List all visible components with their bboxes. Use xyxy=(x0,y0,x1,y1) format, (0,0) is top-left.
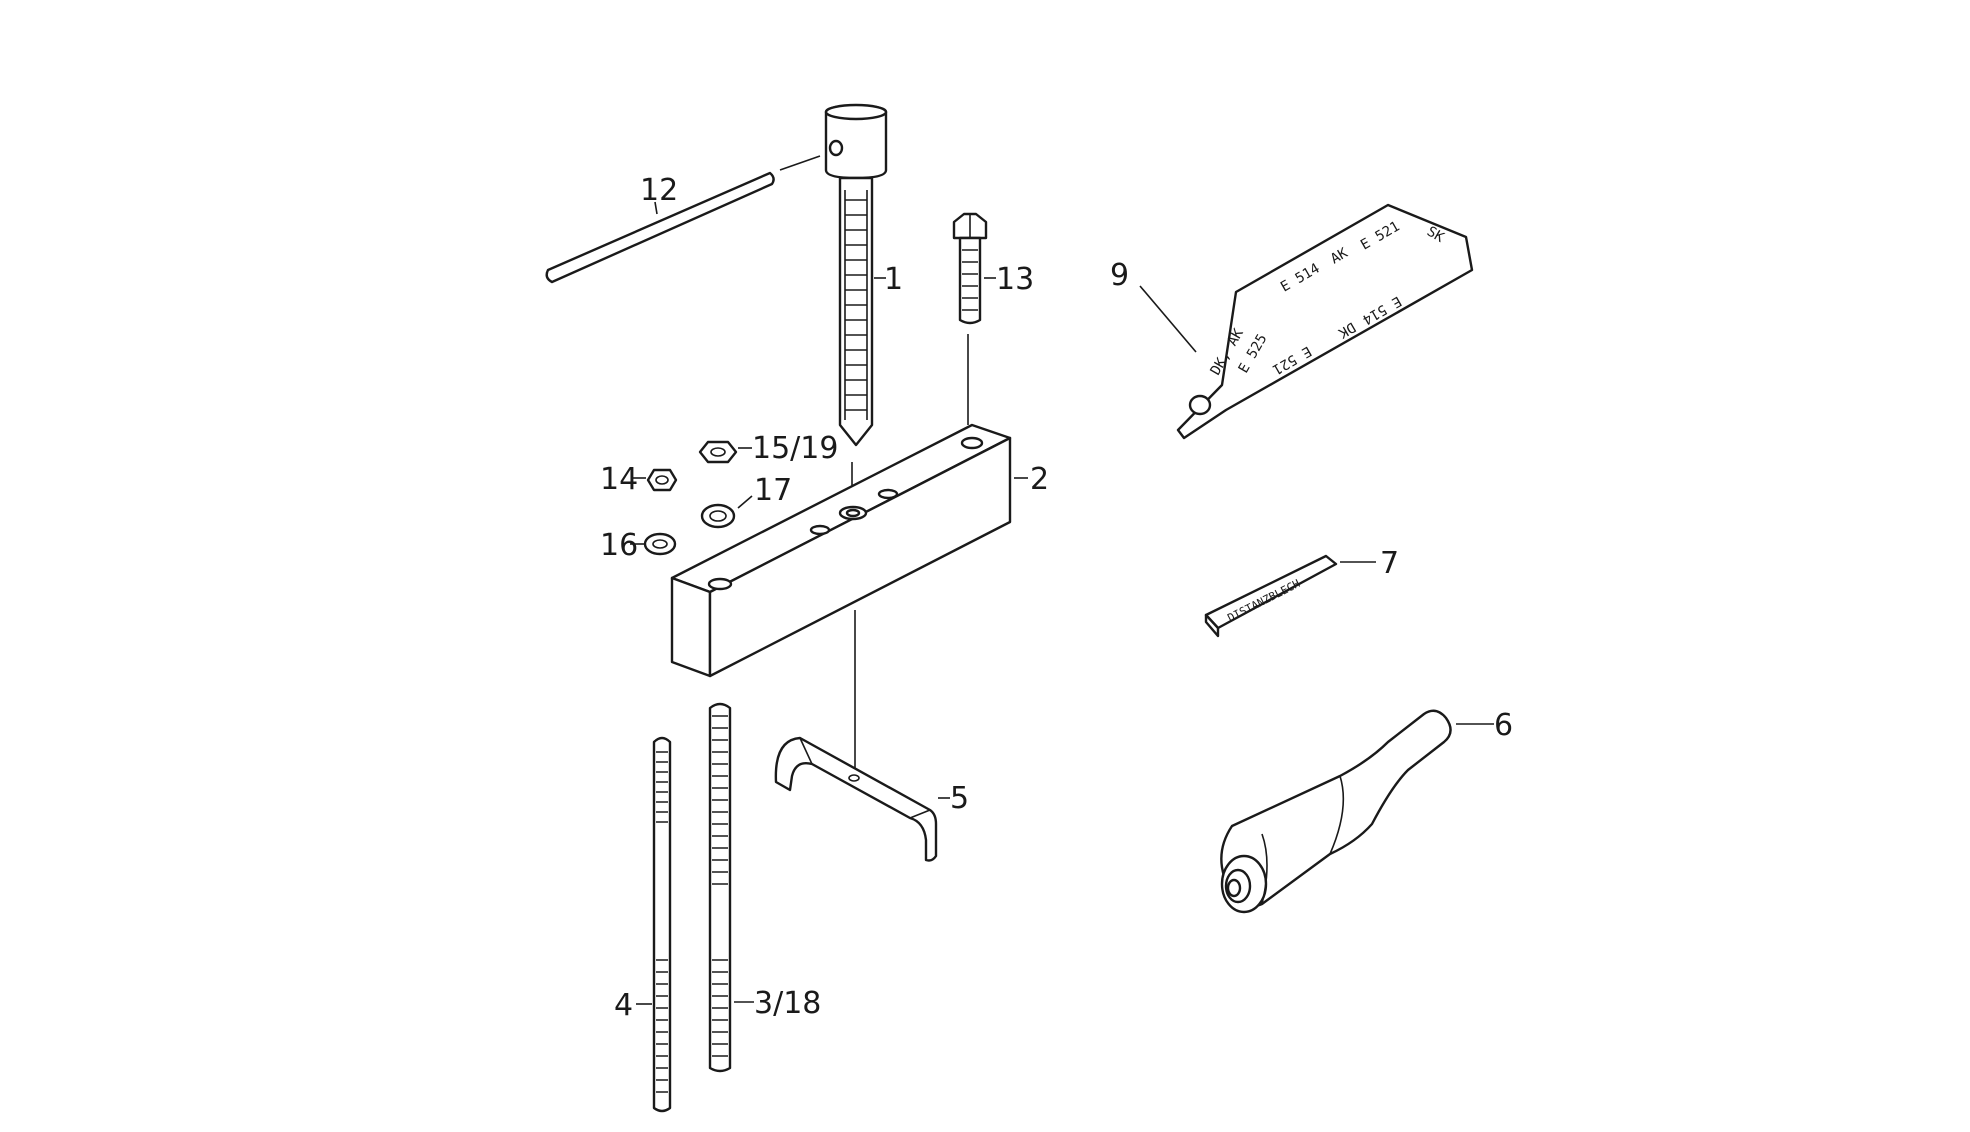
part-14-hex-nut xyxy=(646,468,678,492)
leader-17 xyxy=(737,495,753,509)
label-6: 6 xyxy=(1494,708,1513,743)
label-12: 12 xyxy=(640,173,678,208)
gauge-stamp-ak: AK xyxy=(1328,245,1351,268)
label-17: 17 xyxy=(754,473,792,508)
part-16-washer xyxy=(643,532,677,556)
label-2: 2 xyxy=(1030,462,1049,497)
part-2-block xyxy=(670,423,1012,678)
part-3-18-threaded-rod xyxy=(708,702,732,1073)
part-9-gauge-plate: DK, AK E 525 E 514 AK E 521 SK E 521 DK … xyxy=(1176,203,1474,440)
label-3-18: 3/18 xyxy=(754,986,821,1021)
part-6-mandrel xyxy=(1220,709,1452,914)
part-5-bracket xyxy=(774,736,938,862)
label-15-19: 15/19 xyxy=(752,431,838,466)
label-16: 16 xyxy=(600,528,638,563)
leader-12 xyxy=(654,201,658,215)
gauge-stamp-dk: DK xyxy=(1335,319,1358,342)
label-13: 13 xyxy=(996,262,1034,297)
leader-9 xyxy=(1139,285,1197,353)
part-15-19-hex-nut xyxy=(698,440,738,464)
part-12-pin xyxy=(545,155,821,284)
part-17-washer xyxy=(700,503,736,529)
label-7: 7 xyxy=(1380,546,1399,581)
label-14: 14 xyxy=(600,462,638,497)
part-7-shim: DISTANZBLECH xyxy=(1204,554,1338,638)
label-4: 4 xyxy=(614,988,633,1023)
part-13-bolt xyxy=(952,212,988,325)
label-1: 1 xyxy=(884,262,903,297)
part-1-spindle xyxy=(824,103,888,447)
part-4-threaded-rod xyxy=(652,736,672,1113)
label-5: 5 xyxy=(950,781,969,816)
gauge-stamp-sk: SK xyxy=(1424,224,1447,247)
label-9: 9 xyxy=(1110,258,1129,293)
